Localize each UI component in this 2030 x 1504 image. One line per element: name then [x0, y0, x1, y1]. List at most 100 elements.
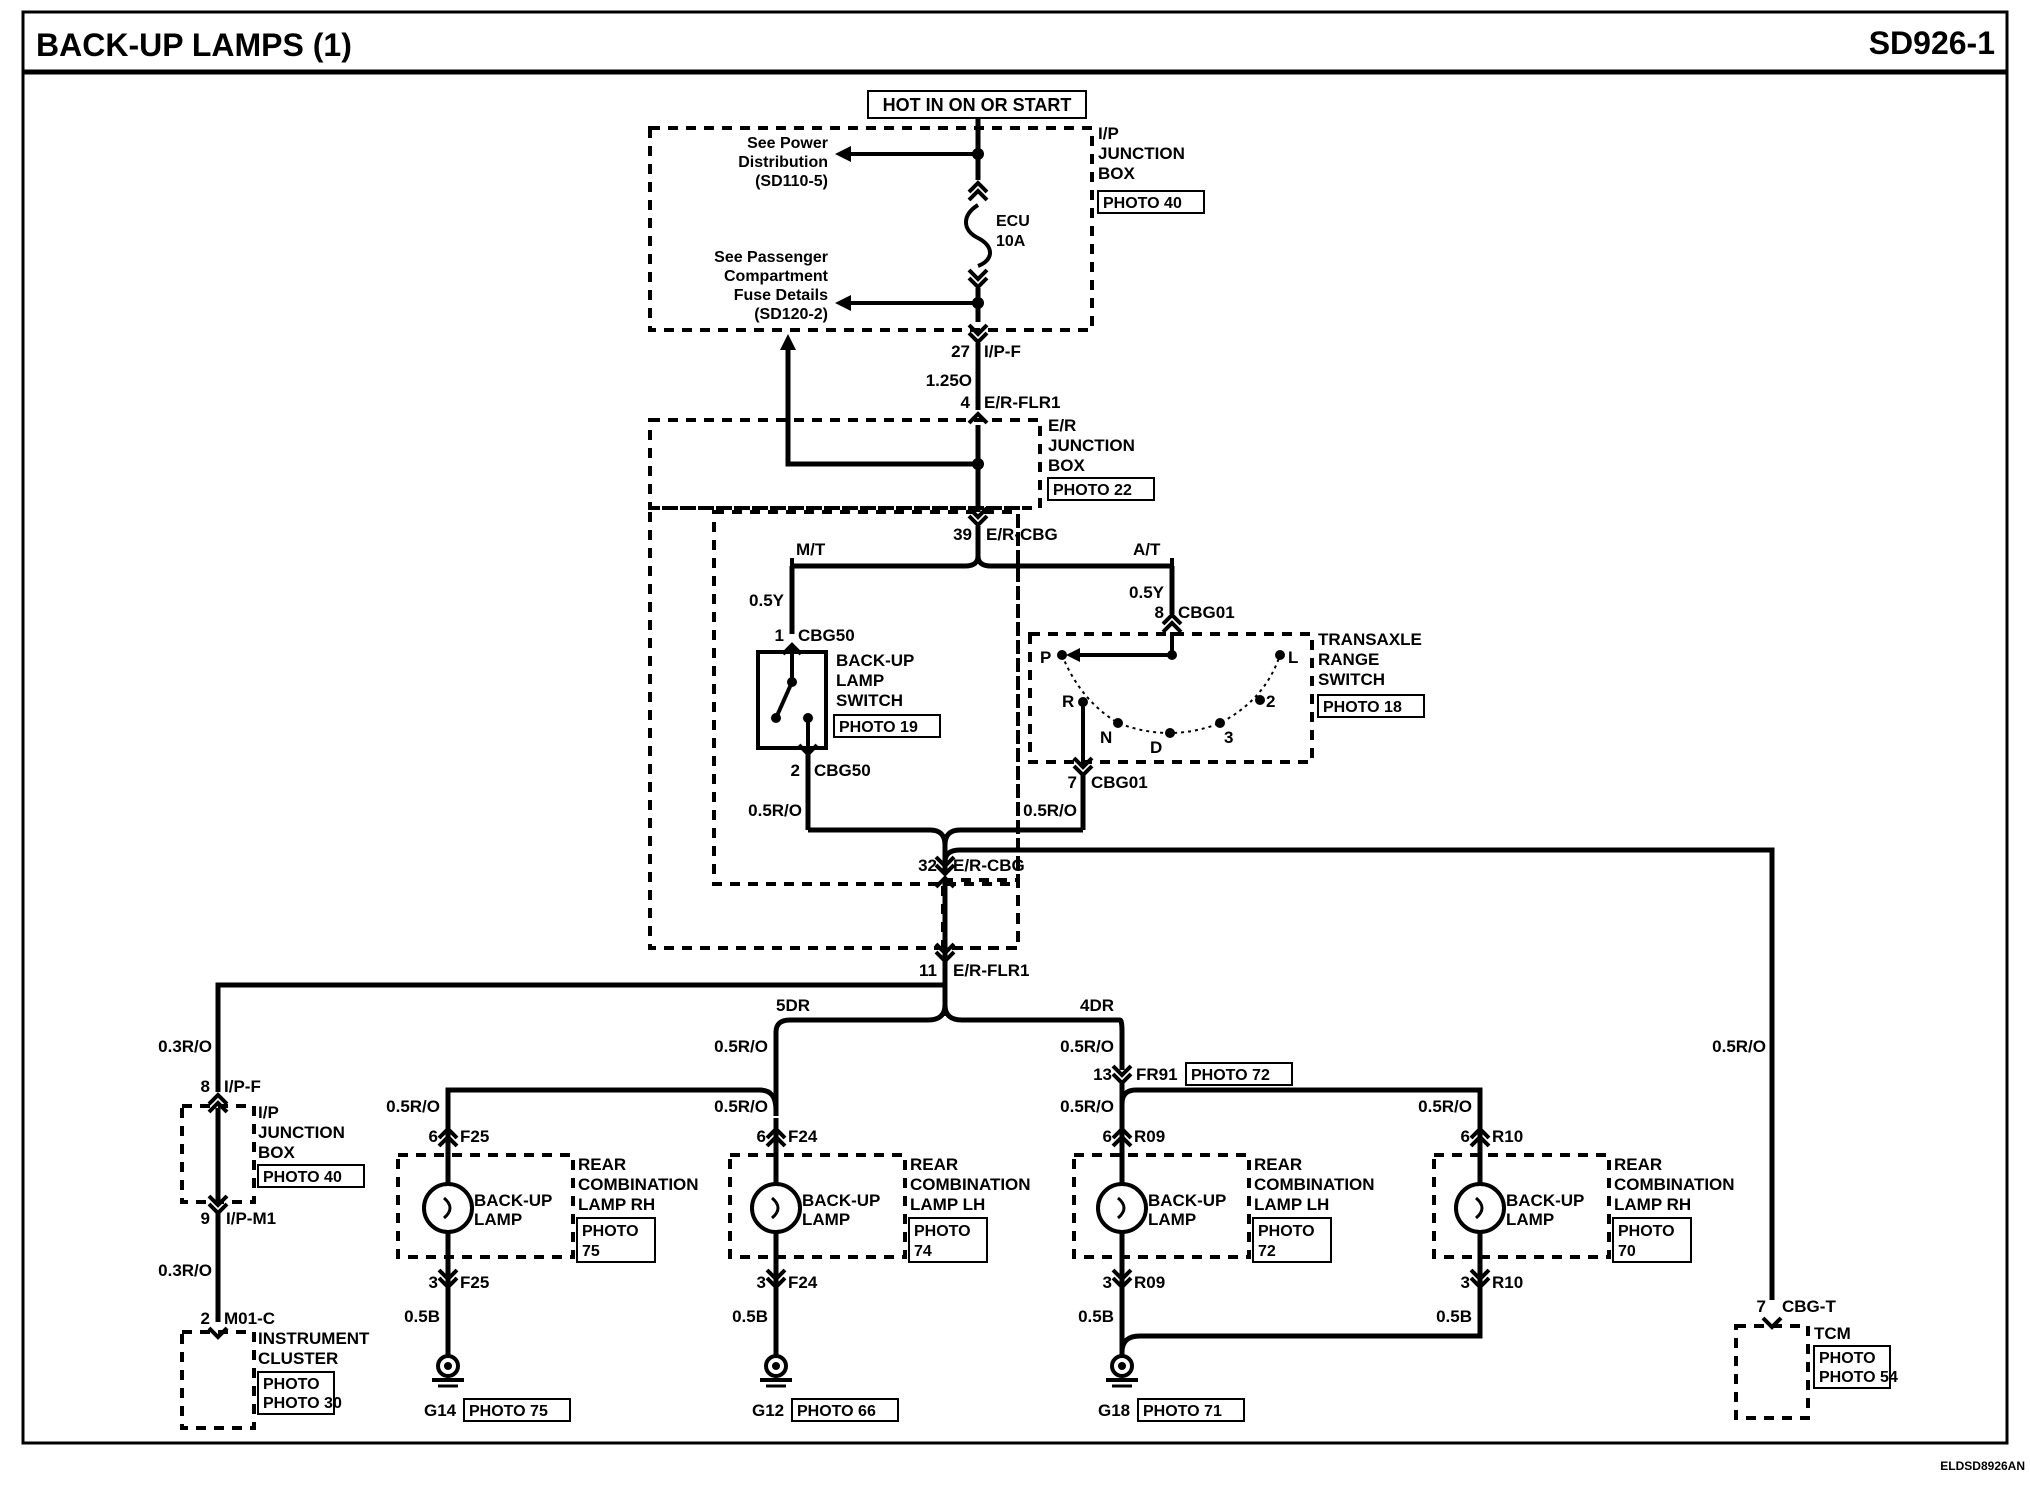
lamp-bot-pin: 3 [757, 1273, 766, 1292]
lamp-name-1: REAR [910, 1155, 958, 1174]
shift-pos-l: L [1288, 648, 1298, 667]
lamp-bulb-icon [1454, 1182, 1506, 1234]
lamp-bot-pin: 3 [429, 1273, 438, 1292]
lamp-name-1: REAR [1614, 1155, 1662, 1174]
ground-photo-frame [1137, 1398, 1245, 1422]
connector-chevron-icon [1111, 1126, 1133, 1148]
conn-left-ipf-pin: 8 [201, 1077, 210, 1096]
lamp-photo-frame [1252, 1217, 1332, 1263]
conn-left-m01c-name: M01-C [224, 1309, 275, 1328]
tcm-photo: PHOTO 54 [1819, 1369, 1898, 1386]
conn-cbg50-1-pin: 1 [775, 626, 784, 645]
ground-name: G14 [424, 1401, 457, 1420]
conn-erflr1-bot-name: E/R-FLR1 [953, 961, 1030, 980]
conn-cbg01-7-name: CBG01 [1091, 773, 1148, 792]
lamp-bot-conn: R09 [1134, 1273, 1165, 1292]
diagram-frame [21, 10, 2009, 1445]
backup-lamp-switch-photo: PHOTO 19 [839, 719, 918, 736]
fuse-label-1: ECU [996, 213, 1030, 230]
ref-power-2: Distribution [738, 154, 828, 171]
transaxle-range-switch-box [1028, 632, 1314, 764]
transaxle-label-3: SWITCH [1318, 670, 1385, 689]
shift-pos-n: N [1100, 728, 1112, 747]
switch-contact-icon [771, 713, 781, 723]
wire-05b-label: 0.5B [732, 1307, 768, 1326]
variant-mt: M/T [796, 540, 826, 559]
lamp-label-2: LAMP [474, 1210, 522, 1229]
ref-power-3: (SD110-5) [755, 173, 828, 190]
rear-combination-lamp-box [396, 1153, 575, 1259]
diagram-code: SD926-1 [1869, 25, 1995, 61]
lamp-filament-icon [442, 1196, 452, 1220]
fr91-photo: PHOTO 72 [1191, 1067, 1270, 1084]
backup-lamp-switch-label-3: SWITCH [836, 691, 903, 710]
connector-chevron-icon [437, 1126, 459, 1148]
arrow-left-icon [835, 295, 851, 311]
variant-5dr: 5DR [776, 996, 810, 1015]
lamp-filament-icon [770, 1196, 780, 1220]
diagram-title: BACK-UP LAMPS (1) [36, 27, 352, 63]
lamp-name-2: COMBINATION [1254, 1175, 1375, 1194]
lamp-label-2: LAMP [1506, 1210, 1554, 1229]
instrument-cluster-label-1: INSTRUMENT [258, 1329, 370, 1348]
ip-junction-box-top-label-3: BOX [1098, 164, 1136, 183]
lamp-photo-frame [576, 1217, 656, 1263]
ip-junction-box-top-photo: PHOTO 40 [1103, 195, 1182, 212]
footer-code: ELDSD8926AN [1940, 1459, 2025, 1473]
lamp-filament-icon [1116, 1196, 1126, 1220]
lamp-bot-conn: F25 [460, 1273, 489, 1292]
shift-position-arc [1061, 654, 1281, 734]
cbg-harness-box [712, 510, 1020, 886]
conn-tcm-pin: 7 [1757, 1297, 1766, 1316]
shift-pos-2: 2 [1266, 692, 1275, 711]
fuse-icon [964, 203, 992, 268]
left-ip-junction-box [180, 1104, 256, 1204]
left-ip-junction-box-label-2: JUNCTION [258, 1123, 345, 1142]
lamp-top-conn: F24 [788, 1127, 818, 1146]
conn-erflr1-top-pin: 4 [961, 393, 971, 412]
splice-dot [972, 297, 984, 309]
lamp-name-3: LAMP LH [910, 1195, 985, 1214]
ref-fuse-2: Compartment [724, 268, 829, 285]
lamp-name-1: REAR [1254, 1155, 1302, 1174]
lamp-top-pin: 6 [1461, 1127, 1470, 1146]
connector-chevron-icon [967, 323, 989, 345]
instrument-cluster-box [180, 1330, 256, 1430]
er-junction-box-label-2: JUNCTION [1048, 436, 1135, 455]
conn-fr91-name: FR91 [1136, 1065, 1178, 1084]
lamp-label-2: LAMP [1148, 1210, 1196, 1229]
instrument-cluster-photo-frame [257, 1371, 335, 1415]
er-junction-box [648, 418, 1042, 510]
conn-cbg50-1-name: CBG50 [798, 626, 855, 645]
er-junction-box-label-3: BOX [1048, 456, 1086, 475]
tcm-photo-frame [1813, 1345, 1891, 1389]
ref-fuse-1: See Passenger [714, 249, 828, 266]
transaxle-label-1: TRANSAXLE [1318, 630, 1422, 649]
lamp-name-2: COMBINATION [910, 1175, 1031, 1194]
conn-left-ipm1-name: I/P-M1 [226, 1209, 276, 1228]
left-ip-junction-box-photo-frame [257, 1164, 365, 1188]
conn-cbg50-2-pin: 2 [791, 761, 800, 780]
conn-ercbg-mid-pin: 32 [918, 856, 937, 875]
conn-ipf-pin: 27 [951, 342, 970, 361]
connector-chevron-icon [765, 1126, 787, 1148]
er-junction-box-label-1: E/R [1048, 416, 1076, 435]
conn-cbg01-8-name: CBG01 [1178, 603, 1235, 622]
wire-left-03ro-top: 0.3R/O [158, 1037, 212, 1056]
ref-power-1: See Power [747, 135, 828, 152]
connector-chevron-icon [1469, 1126, 1491, 1148]
wire-05b-label: 0.5B [1078, 1307, 1114, 1326]
rear-combination-lamp-box [728, 1153, 907, 1259]
lamp-top-conn: F25 [460, 1127, 489, 1146]
lamp-name-1: REAR [578, 1155, 626, 1174]
arrow-up-icon [780, 334, 796, 350]
lamp-photo-frame [908, 1217, 988, 1263]
connector-chevron-icon [781, 642, 803, 656]
tcm-label: TCM [1814, 1324, 1851, 1343]
lamp-top-conn: R10 [1492, 1127, 1523, 1146]
wire-4dr-05ro: 0.5R/O [1060, 1037, 1114, 1056]
conn-ercbg-top-pin: 39 [953, 525, 972, 544]
